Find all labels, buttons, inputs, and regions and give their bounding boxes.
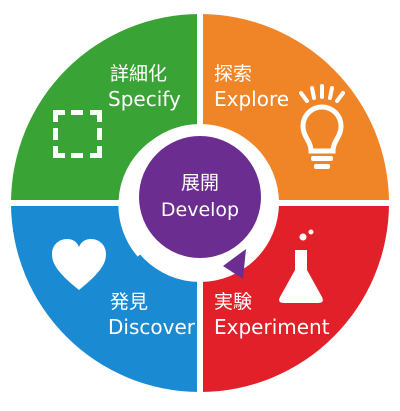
specify-label-en: Specify	[108, 87, 181, 111]
dashed-square-icon	[53, 110, 102, 158]
center-circle	[139, 136, 261, 258]
cycle-arrow-icon	[118, 125, 277, 259]
explore-label-jp: 探索	[214, 63, 252, 85]
specify-label-jp: 詳細化	[110, 63, 167, 85]
center-label-jp: 展開	[181, 172, 219, 194]
flask-icon	[279, 229, 323, 303]
heart-icon	[52, 239, 106, 290]
explore-label-en: Explore	[214, 87, 289, 111]
center-label-en: Develop	[161, 199, 239, 221]
lightbulb-icon	[299, 84, 345, 169]
cycle-arrowhead-icon	[223, 249, 246, 279]
experiment-label-en: Experiment	[214, 315, 330, 339]
discover-label-jp: 発見	[110, 291, 148, 313]
discover-label-en: Discover	[108, 315, 196, 339]
experiment-label-jp: 実験	[214, 291, 252, 313]
